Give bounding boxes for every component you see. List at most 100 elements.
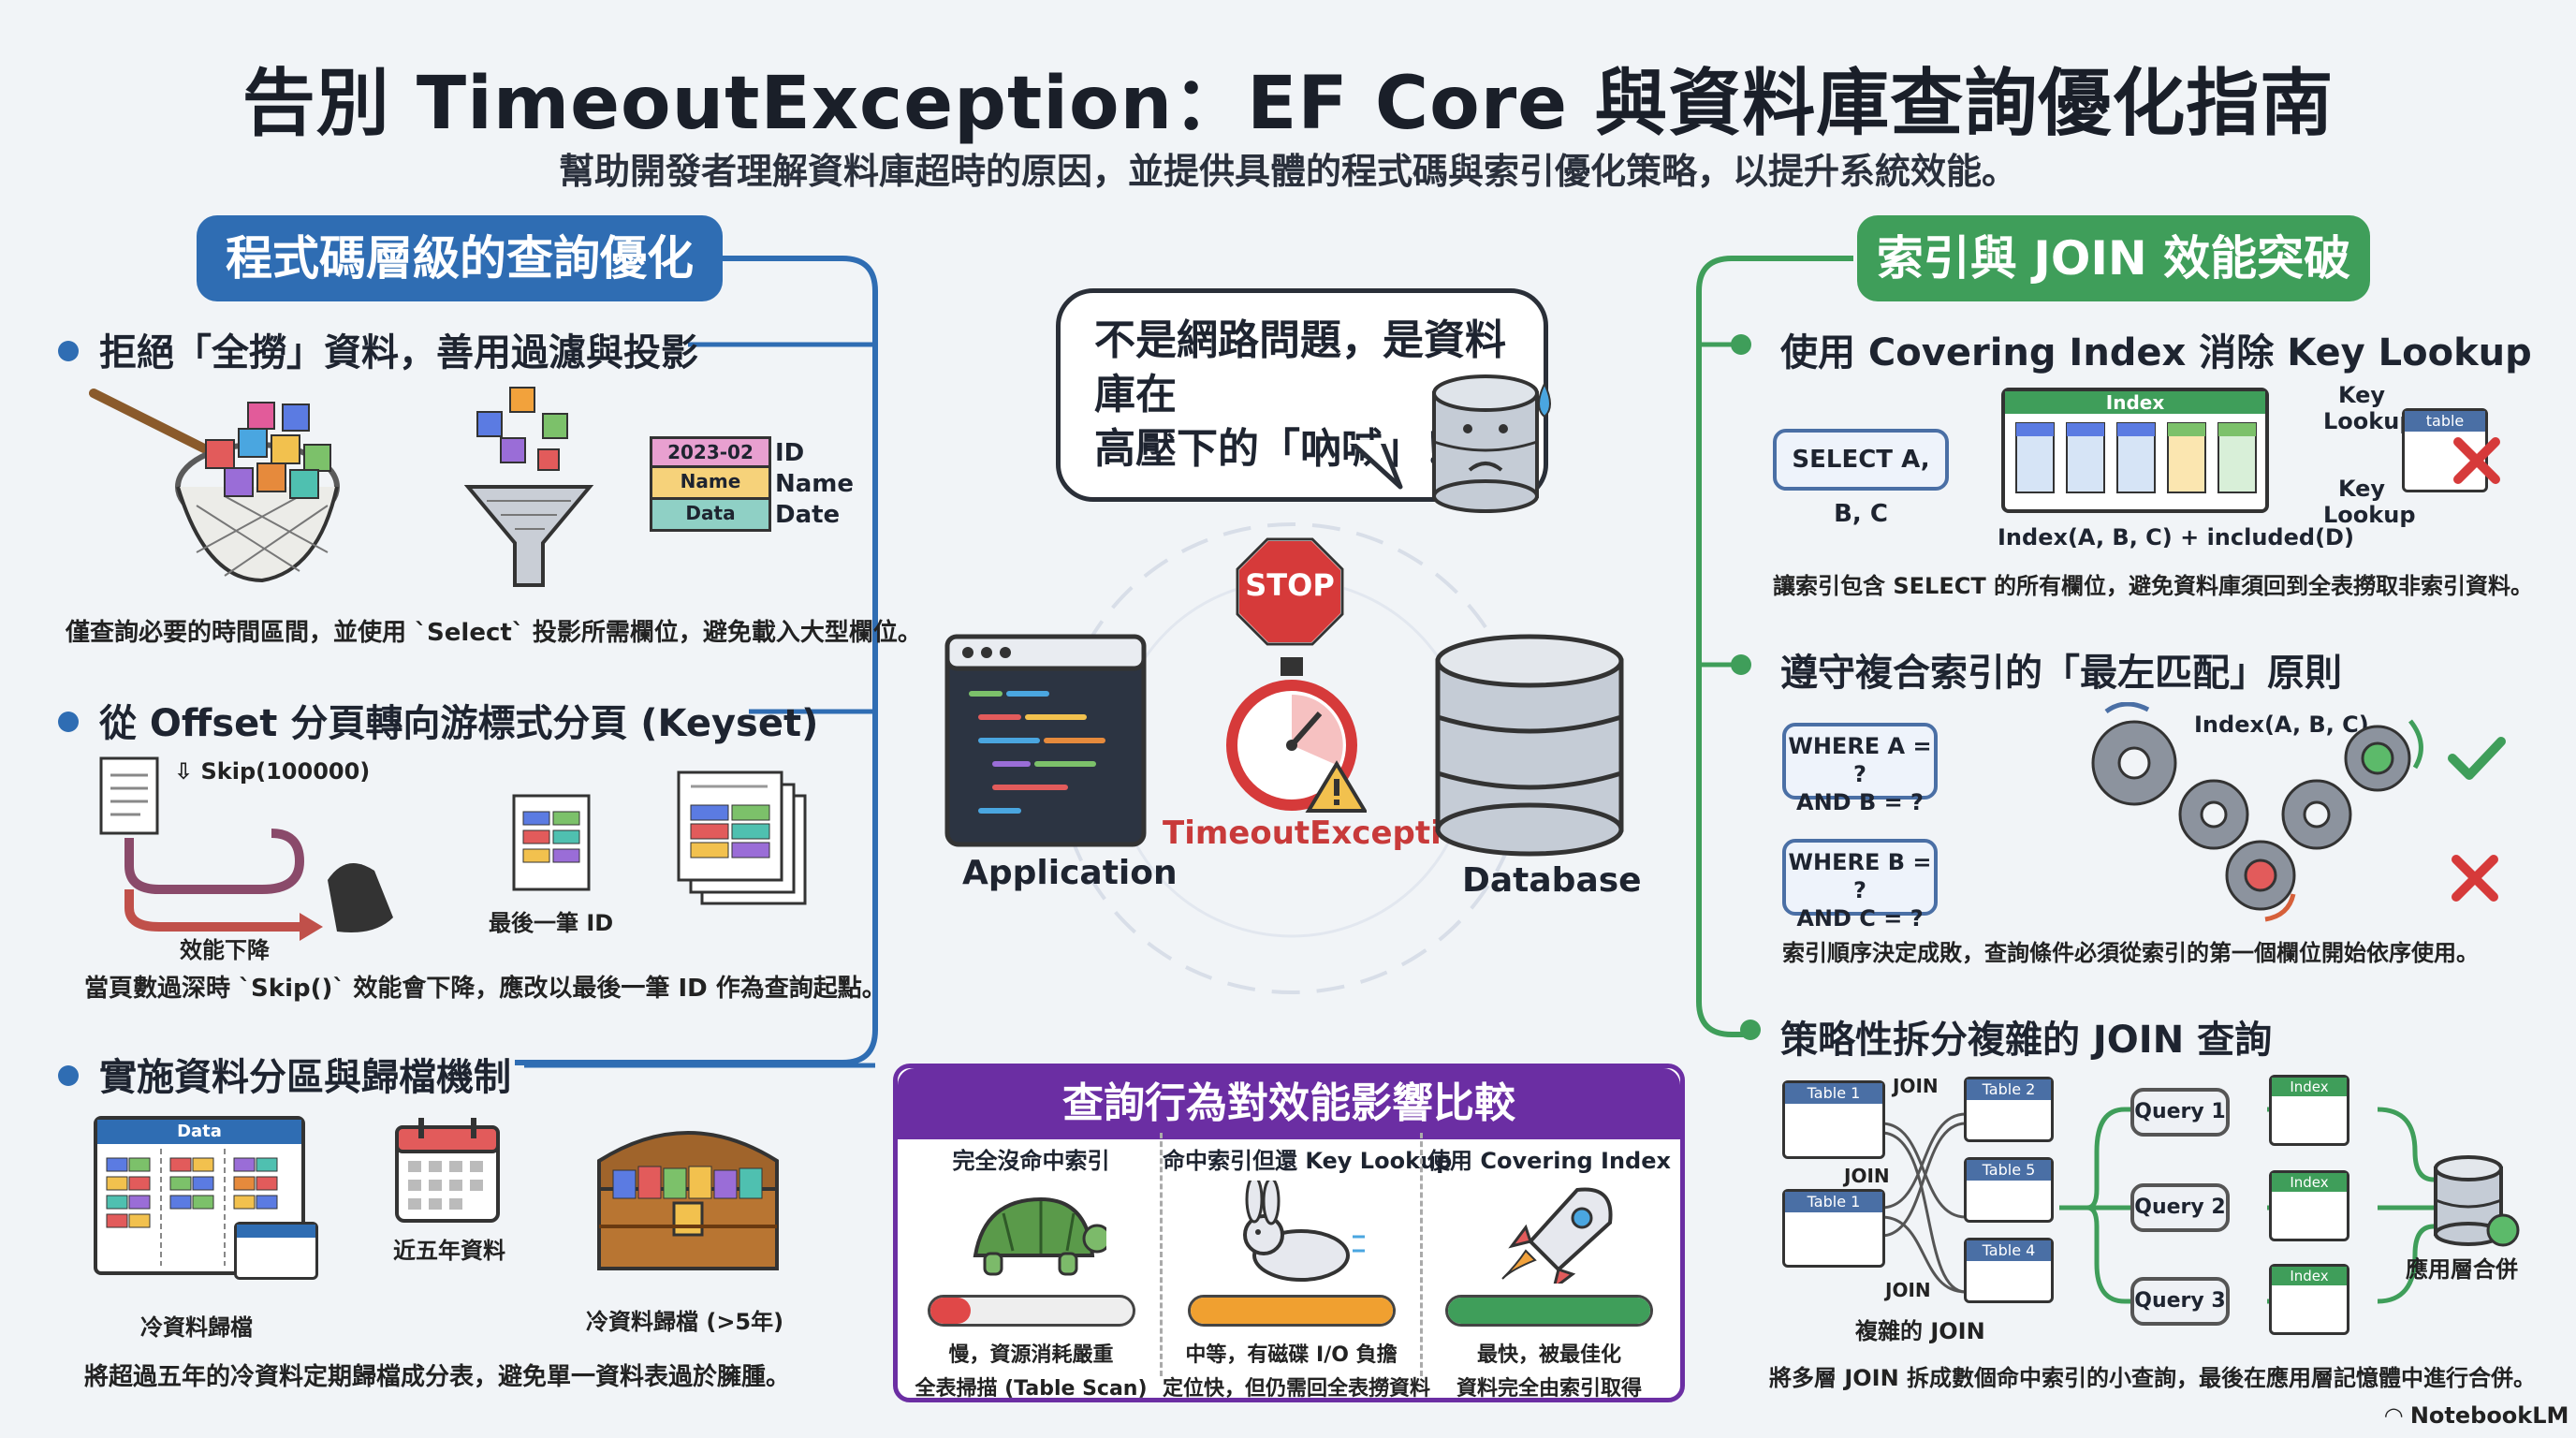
worried-database-icon	[1432, 374, 1551, 513]
page-document-icon	[512, 794, 591, 891]
query-box-3: Query 3	[2130, 1277, 2230, 1326]
compare-col-no-index: 完全沒命中索引 慢，資源消耗嚴重 全表掃描 (Table Scan)	[902, 1133, 1160, 1401]
database-icon	[1435, 634, 1624, 857]
query-box-2: Query 2	[2130, 1183, 2230, 1232]
archive-section-desc: 將超過五年的冷資料定期歸檔成分表，避免單一資料表過於臃腫。	[84, 1363, 791, 1391]
stop-sign-label: STOP	[1245, 567, 1335, 603]
performance-bar	[1445, 1295, 1653, 1327]
check-icon	[2448, 737, 2506, 780]
query-ab-line2: AND B = ?	[1796, 789, 1924, 815]
compare-col-line1: 最快，被最佳化	[1476, 1343, 1621, 1367]
cold-table-bar	[237, 1225, 315, 1238]
index-box-3: Index	[2269, 1264, 2349, 1335]
projection-field-name: Name	[650, 468, 771, 500]
join-table-3-label: Table 2	[1967, 1079, 2051, 1100]
stopwatch-icon	[1226, 657, 1367, 813]
column-divider	[1160, 1133, 1163, 1376]
join-table-1: Table 1	[1782, 1080, 1885, 1159]
projection-field-date: 2023-02	[650, 436, 771, 468]
performance-bar-fill	[1448, 1298, 1650, 1324]
projection-fields: 2023-02 Name Data	[650, 436, 771, 532]
performance-bar-fill	[929, 1298, 971, 1324]
join-table-5: Table 4	[1964, 1238, 2054, 1303]
index-box-2: Index	[2269, 1170, 2349, 1241]
last-id-label: 最後一筆 ID	[489, 910, 614, 936]
compare-col-line2: 定位快，但仍需回全表撈資料	[1163, 1377, 1431, 1401]
index-caption: Index(A, B, C) + included(D)	[1998, 524, 2354, 550]
join-table-3: Table 2	[1964, 1077, 2054, 1142]
join-label-3: JOIN	[1885, 1279, 1931, 1301]
cold-table-label: 冷資料歸檔	[140, 1314, 253, 1341]
brand-watermark: ◠ NotebookLM	[2385, 1402, 2569, 1429]
index-box-1: Index	[2269, 1075, 2349, 1146]
compare-col-title: 命中索引但還 Key Lookup	[1163, 1148, 1453, 1174]
offset-path-icon	[99, 756, 393, 941]
timeout-exception-label: TimeoutException	[1163, 814, 1486, 852]
cross-icon	[2453, 437, 2500, 484]
filter-section-desc: 僅查詢必要的時間區間，並使用 `Select` 投影所需欄位，避免載入大型欄位。	[66, 619, 922, 647]
archive-section-title-text: 實施資料分區與歸檔機制	[99, 1056, 511, 1099]
funnel-icon	[463, 387, 594, 587]
database-label: Database	[1462, 861, 1642, 900]
query-bc-line2: AND C = ?	[1796, 905, 1924, 932]
performance-bar-fill	[1190, 1298, 1393, 1324]
performance-bar	[1187, 1295, 1396, 1327]
key-lookup-label-bottom: Key Lookup	[2323, 476, 2416, 528]
rabbit-icon	[1242, 1175, 1365, 1282]
rocket-icon	[1501, 1187, 1613, 1292]
cold-table-icon	[234, 1222, 318, 1280]
key-lookup-label-top: Key Lookup	[2323, 382, 2416, 434]
join-table-4-label: Table 5	[1967, 1160, 2051, 1181]
index-table-header: Index	[2005, 391, 2265, 414]
compare-col-line2: 全表掃描 (Table Scan)	[915, 1377, 1148, 1401]
application-window-icon	[944, 634, 1147, 847]
field-label-date: Date	[775, 501, 841, 529]
keyset-section-title: 從 Offset 分頁轉向游標式分頁 (Keyset)	[58, 693, 818, 747]
application-label: Application	[962, 854, 1178, 892]
join-label-2: JOIN	[1844, 1165, 1890, 1187]
index-box-2-label: Index	[2272, 1173, 2347, 1192]
leftmost-prefix-section-title: 遵守複合索引的「最左匹配」原則	[1780, 652, 2342, 695]
select-query-box: SELECT A, B, C	[1773, 429, 1949, 528]
recent-data-label: 近五年資料	[393, 1238, 505, 1264]
lookup-table-icon: table	[2402, 408, 2488, 492]
join-table-2-label: Table 1	[1785, 1192, 1882, 1212]
keyset-section-title-text: 從 Offset 分頁轉向游標式分頁 (Keyset)	[99, 702, 819, 745]
comparison-columns: 完全沒命中索引 慢，資源消耗嚴重 全表掃描 (Table Scan) 命中索引但…	[902, 1133, 1676, 1401]
query-ab-box: WHERE A = ? AND B = ?	[1782, 723, 1938, 815]
index-table-icon: Index	[2001, 388, 2269, 513]
covering-index-section-desc: 讓索引包含 SELECT 的所有欄位，避免資料庫須回到全表撈取非索引資料。	[1773, 573, 2534, 599]
query-bc-box: WHERE B = ? AND C = ?	[1782, 839, 1938, 932]
brand-text: NotebookLM	[2409, 1402, 2569, 1429]
join-split-section-desc: 將多層 JOIN 拆成數個命中索引的小查詢，最後在應用層記憶體中進行合併。	[1769, 1365, 2537, 1391]
column-divider	[1420, 1133, 1423, 1376]
compare-col-line2: 資料完全由索引取得	[1456, 1377, 1642, 1401]
cross-icon	[2452, 855, 2498, 902]
lookup-table-header: table	[2405, 411, 2485, 432]
archive-label: 冷資料歸檔 (>5年)	[586, 1309, 784, 1335]
archive-section-title: 實施資料分區與歸檔機制	[58, 1047, 511, 1101]
query-bc-line1: WHERE B = ?	[1788, 849, 1932, 903]
performance-bar	[927, 1295, 1135, 1327]
compare-col-covering: 使用 Covering Index 最快，被最佳化 資料完全由索引取得	[1423, 1133, 1676, 1401]
join-table-2: Table 1	[1782, 1189, 1885, 1268]
join-table-4: Table 5	[1964, 1157, 2054, 1223]
slow-label: 效能下降	[180, 937, 270, 963]
compare-col-key-lookup: 命中索引但還 Key Lookup 中等，有磁碟 I/O 負擔 定位快，但仍需回…	[1163, 1133, 1453, 1401]
bullet-dot	[58, 712, 79, 732]
field-label-name: Name	[775, 470, 855, 498]
comparison-heading: 查詢行為對效能影響比較	[898, 1068, 1680, 1139]
skip-label-text: Skip(100000)	[200, 758, 371, 785]
filter-section-title-text: 拒絕「全撈」資料，善用過濾與投影	[99, 331, 698, 374]
page-title: 告別 TimeoutException：EF Core 與資料庫查詢優化指南	[242, 62, 2334, 146]
data-table-header: Data	[97, 1120, 301, 1144]
leftmost-prefix-section-desc: 索引順序決定成敗，查詢條件必須從索引的第一個欄位開始依序使用。	[1782, 940, 2479, 966]
compare-col-line1: 中等，有磁碟 I/O 負擔	[1185, 1343, 1398, 1367]
bullet-dot	[58, 1065, 79, 1086]
keyset-section-desc: 當頁數過深時 `Skip()` 效能會下降，應改以最後一筆 ID 作為查詢起點。	[84, 975, 886, 1003]
treasure-chest-icon	[597, 1131, 779, 1270]
compare-col-line1: 慢，資源消耗嚴重	[948, 1343, 1114, 1367]
stop-sign-icon	[1236, 537, 1344, 646]
index-box-1-label: Index	[2272, 1078, 2347, 1096]
bullet-dot	[58, 341, 79, 361]
